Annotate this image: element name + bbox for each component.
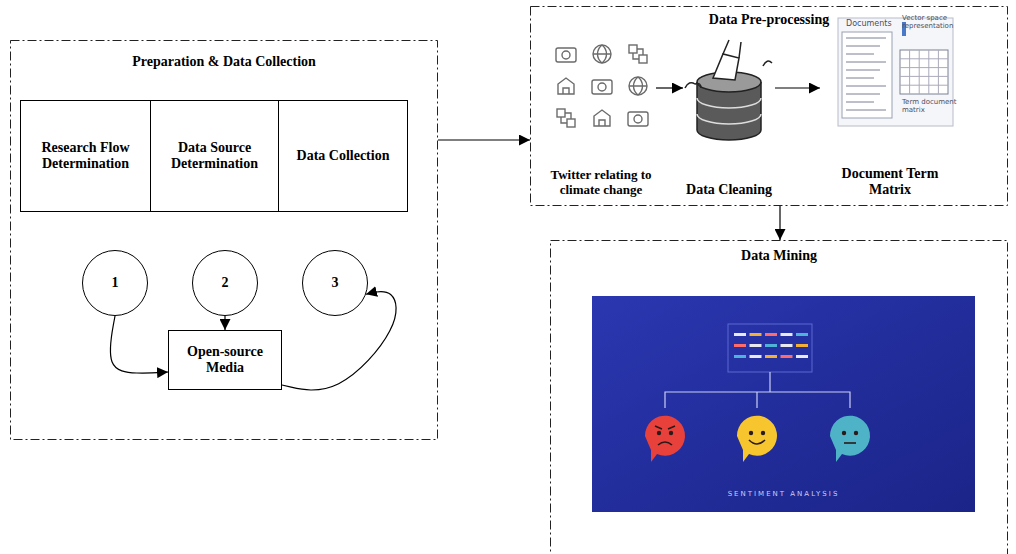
step-number: 2 (222, 275, 229, 291)
node-label: Data Source Determination (155, 140, 274, 172)
node-label: Data Collection (297, 148, 390, 164)
group-outline (11, 41, 438, 440)
flow-arrow (775, 87, 820, 88)
step-circle: 2 (192, 250, 258, 316)
process-box: Data Collection (278, 100, 408, 212)
step-number: 1 (112, 275, 119, 291)
document-matrix-image (838, 18, 953, 126)
sentiment-illustration-art (592, 296, 975, 512)
node-label: Document Term Matrix (820, 166, 960, 198)
group-outline (551, 241, 1008, 554)
node-label: Open-source Media (173, 344, 277, 376)
group-panel: Data MiningSENTIMENT ANALYSIS (550, 240, 1008, 554)
flow-arrow (779, 206, 780, 240)
source-box: Open-source Media (168, 330, 282, 390)
figure-caption: Vector space representation (902, 15, 954, 30)
cleaning-icon: Data Cleaning (683, 30, 775, 198)
step-number: 3 (332, 275, 339, 291)
group-panel: Preparation & Data CollectionResearch Fl… (10, 40, 438, 440)
step-circle: 1 (82, 250, 148, 316)
node-label: Twitter relating to climate change (546, 168, 656, 198)
step-circle: 3 (302, 250, 368, 316)
sentiment-art (592, 296, 975, 512)
node-label: Data Cleaning (683, 182, 775, 198)
twitter-icons: Twitter relating to climate change (546, 38, 656, 198)
sentiment-illustration: SENTIMENT ANALYSIS (592, 296, 975, 512)
flow-arrow (438, 139, 530, 140)
node-label: Research Flow Determination (25, 140, 146, 172)
group-outline (531, 7, 1008, 206)
flow-arrow (110, 316, 168, 373)
figure-caption: Documents (846, 20, 906, 29)
icon-grid (556, 45, 648, 127)
figure-caption: Term document matrix (902, 99, 958, 114)
drum-broom (685, 40, 772, 140)
flow-arrow (224, 316, 225, 330)
process-box: Research Flow Determination (20, 100, 151, 212)
node-label: SENTIMENT ANALYSIS (592, 490, 975, 498)
flow-arrow (656, 87, 683, 88)
group-title: Data Mining (550, 248, 1008, 264)
group-title: Preparation & Data Collection (10, 54, 438, 70)
cleaning-icon-art (683, 30, 775, 198)
process-box: Data Source Determination (150, 100, 279, 212)
